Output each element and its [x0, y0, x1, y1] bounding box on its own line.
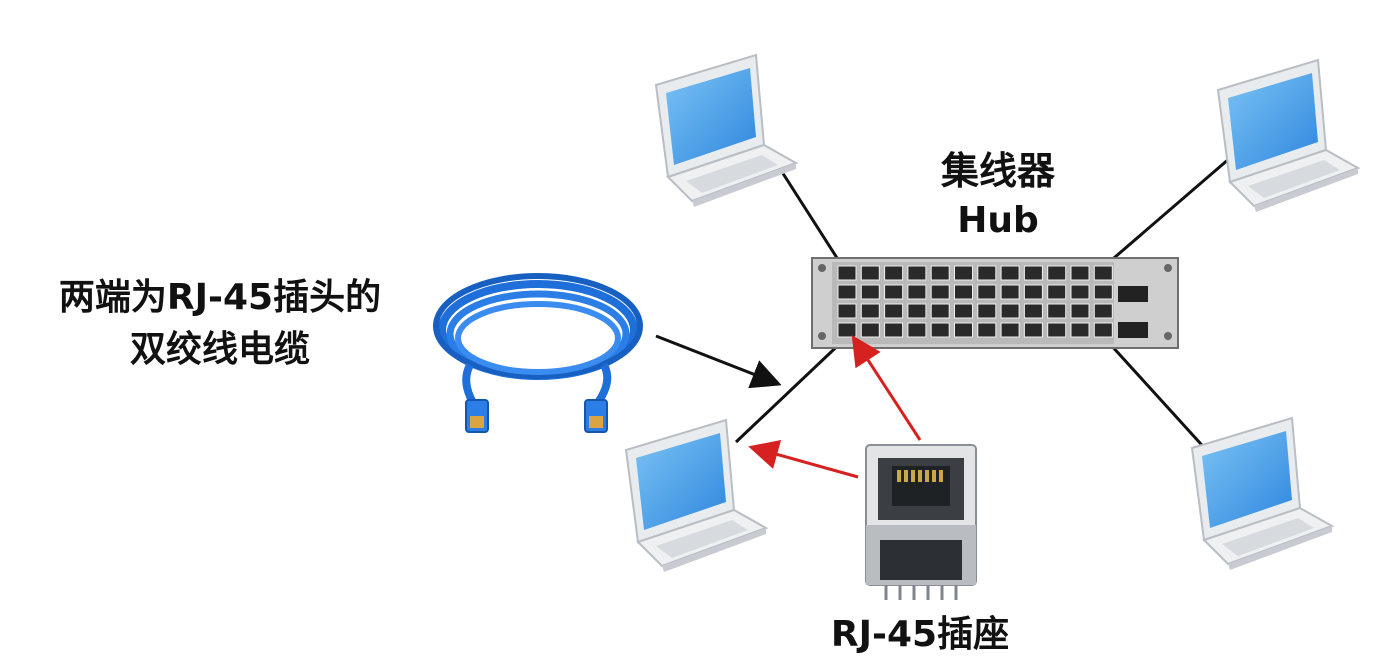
hub-port [907, 265, 927, 281]
hub-port [1047, 284, 1067, 300]
hub-port [930, 265, 950, 281]
ethernet-cable-icon [433, 273, 643, 433]
hub-port [954, 265, 973, 281]
hub-port [907, 303, 927, 319]
hub-port [977, 284, 997, 300]
hub-port [860, 265, 880, 281]
cable-label-line2: 双绞线电缆 [129, 329, 310, 370]
hub-port [1000, 303, 1020, 319]
hub-title: 集线器 [940, 149, 1055, 193]
hub-port [1000, 284, 1020, 300]
hub-port [837, 303, 857, 319]
link-bottomleft [734, 334, 850, 444]
hub-port [1023, 322, 1043, 338]
hub-ports [837, 265, 1113, 338]
rj45-jack-icon [865, 444, 977, 600]
hub-port [1070, 265, 1090, 281]
hub-port [860, 303, 880, 319]
hub-port [954, 284, 973, 300]
hub-port [837, 265, 857, 281]
hub-port [1047, 303, 1067, 319]
hub-port [837, 284, 857, 300]
hub-port [977, 303, 997, 319]
cable-pointer-arrow [655, 334, 782, 389]
hub-port [884, 265, 904, 281]
hub-port [1070, 303, 1090, 319]
hub-port [860, 322, 880, 338]
hub-port [1047, 265, 1067, 281]
hub-port [1023, 284, 1043, 300]
jack-to-hub-arrow [851, 334, 922, 441]
hub-port [954, 303, 973, 319]
jack-to-laptop-arrow [748, 439, 859, 479]
hub-port [930, 322, 950, 338]
hub-port [1023, 303, 1043, 319]
hub-port [884, 322, 904, 338]
hub-port [837, 322, 857, 338]
hub-port [1093, 303, 1113, 319]
hub-port [930, 284, 950, 300]
hub-port [884, 303, 904, 319]
hub-port [884, 284, 904, 300]
jack-label: RJ-45插座 [830, 614, 1010, 655]
hub-port [1000, 322, 1020, 338]
hub-port [1093, 322, 1113, 338]
cable-label-line1: 两端为RJ-45插头的 [58, 277, 382, 318]
hub-port [1093, 284, 1113, 300]
hub-port [1047, 322, 1067, 338]
hub-subtitle: Hub [957, 200, 1039, 241]
hub-port [860, 284, 880, 300]
laptop-icon [1191, 417, 1333, 571]
hub-port [930, 303, 950, 319]
laptop-icon [625, 419, 767, 573]
hub-port [1023, 265, 1043, 281]
link-topright [1099, 156, 1231, 272]
hub-port [1000, 265, 1020, 281]
hub-port [1070, 322, 1090, 338]
hub-port [907, 284, 927, 300]
cable-label: 两端为RJ-45插头的 双绞线电缆 [30, 272, 410, 376]
hub-port [977, 322, 997, 338]
hub-port [1093, 265, 1113, 281]
laptop-icon [655, 54, 797, 208]
hub-port [954, 322, 973, 338]
laptop-icon [1217, 59, 1359, 213]
hub-port [977, 265, 997, 281]
hub-icon [811, 257, 1179, 349]
hub-port [1070, 284, 1090, 300]
hub-port [907, 322, 927, 338]
